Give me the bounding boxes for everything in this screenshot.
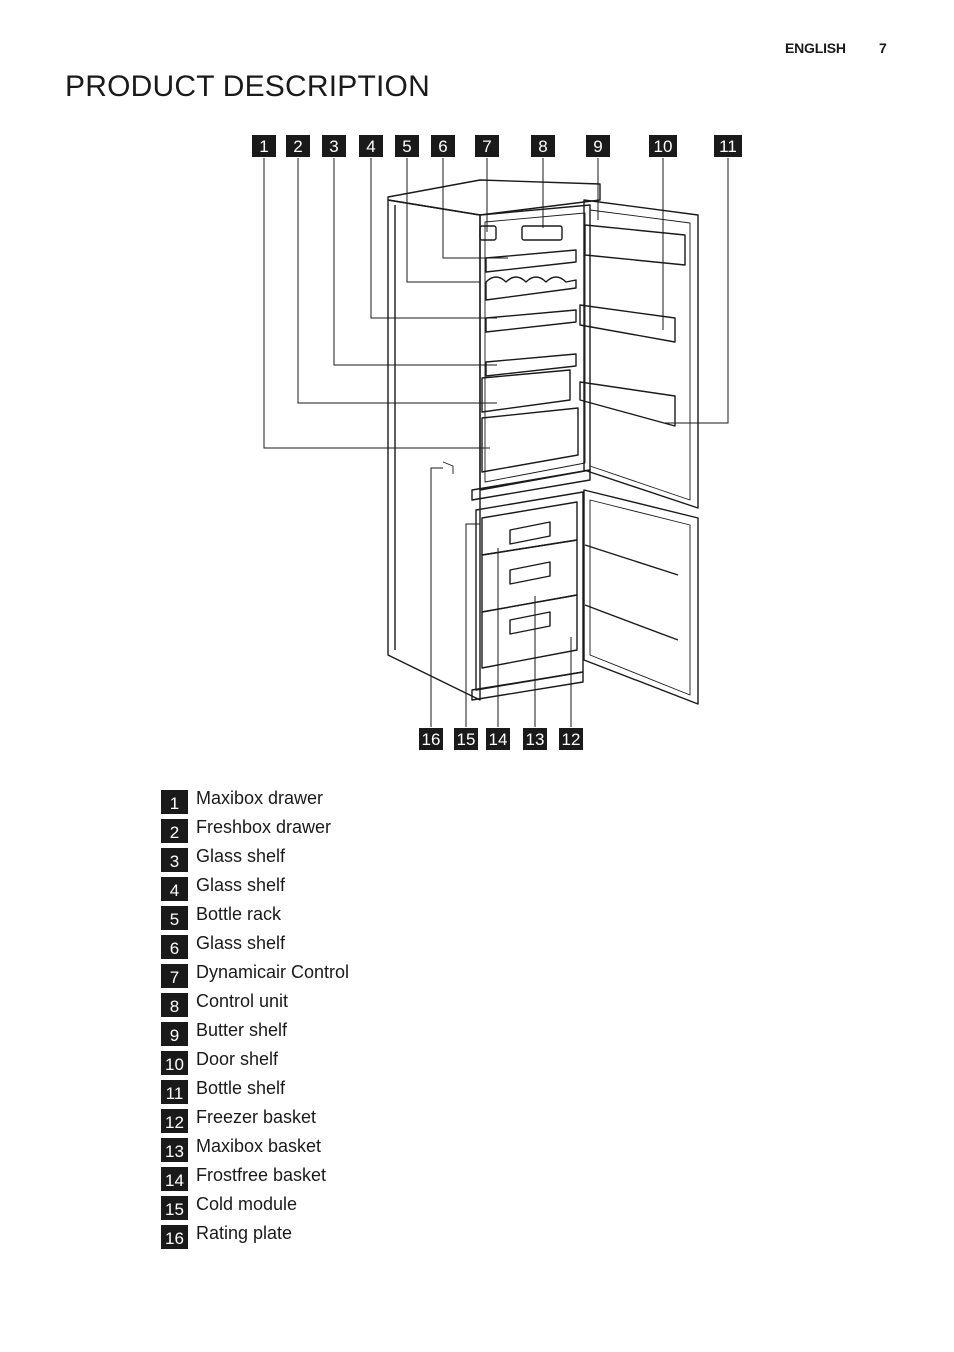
fridge-door <box>583 199 699 509</box>
svg-text:2: 2 <box>293 137 302 156</box>
legend-number: 14 <box>161 1167 188 1191</box>
legend-number: 10 <box>161 1051 188 1075</box>
legend-number: 3 <box>161 848 188 872</box>
legend-number: 1 <box>161 790 188 814</box>
svg-text:13: 13 <box>526 730 545 749</box>
legend-label: Maxibox basket <box>196 1136 322 1156</box>
legend-item: 11 Bottle shelf <box>161 1076 349 1105</box>
legend-item: 16 Rating plate <box>161 1221 349 1250</box>
legend-item: 8 Control unit <box>161 989 349 1018</box>
legend-label: Dynamicair Control <box>196 962 350 982</box>
page-title: PRODUCT DESCRIPTION <box>65 70 430 103</box>
legend-item: 9 Butter shelf <box>161 1018 349 1047</box>
svg-text:16: 16 <box>422 730 441 749</box>
svg-text:14: 14 <box>489 730 508 749</box>
legend-label: Butter shelf <box>196 1020 288 1040</box>
legend-number: 16 <box>161 1225 188 1249</box>
legend-item: 12 Freezer basket <box>161 1105 349 1134</box>
header-page-number: 7 <box>879 40 887 56</box>
svg-text:11: 11 <box>719 137 737 156</box>
leader-lines <box>263 158 729 727</box>
svg-text:15: 15 <box>457 730 476 749</box>
legend-item: 1 Maxibox drawer <box>161 786 349 815</box>
legend-number: 12 <box>161 1109 188 1133</box>
freezer-interior <box>475 491 584 691</box>
legend-label: Control unit <box>196 991 289 1011</box>
header-language: ENGLISH <box>785 40 846 56</box>
svg-text:8: 8 <box>538 137 547 156</box>
cabinet-side <box>387 199 481 701</box>
svg-text:9: 9 <box>593 137 602 156</box>
legend-number: 4 <box>161 877 188 901</box>
legend-number: 6 <box>161 935 188 959</box>
legend-number: 13 <box>161 1138 188 1162</box>
svg-text:12: 12 <box>562 730 581 749</box>
callout-14: 14 <box>486 728 510 750</box>
legend-label: Glass shelf <box>196 846 286 866</box>
legend-label: Cold module <box>196 1194 298 1214</box>
legend-label: Frostfree basket <box>196 1165 327 1185</box>
fridge-interior <box>479 204 591 491</box>
legend-label: Freezer basket <box>196 1107 317 1127</box>
legend-item: 5 Bottle rack <box>161 902 349 931</box>
callouts-bottom: 16 15 14 13 12 <box>419 728 583 750</box>
legend-number: 11 <box>161 1080 188 1104</box>
fridge-illustration <box>387 179 699 705</box>
legend-label: Glass shelf <box>196 875 286 895</box>
legend-item: 14 Frostfree basket <box>161 1163 349 1192</box>
svg-text:7: 7 <box>482 137 491 156</box>
legend-label: Door shelf <box>196 1049 279 1069</box>
svg-text:6: 6 <box>438 137 447 156</box>
legend-number: 9 <box>161 1022 188 1046</box>
callout-16: 16 <box>419 728 443 750</box>
legend-item: 2 Freshbox drawer <box>161 815 349 844</box>
callout-6: 6 <box>431 135 455 157</box>
callout-4: 4 <box>359 135 383 157</box>
svg-text:1: 1 <box>259 137 268 156</box>
svg-text:4: 4 <box>366 137 375 156</box>
callout-5: 5 <box>395 135 419 157</box>
legend-number: 8 <box>161 993 188 1017</box>
legend-item: 13 Maxibox basket <box>161 1134 349 1163</box>
legend-item: 3 Glass shelf <box>161 844 349 873</box>
callout-7: 7 <box>475 135 499 157</box>
callout-8: 8 <box>531 135 555 157</box>
cabinet-top <box>387 179 601 216</box>
callout-12: 12 <box>559 728 583 750</box>
freezer-door <box>583 489 699 705</box>
callout-1: 1 <box>252 135 276 157</box>
legend-number: 15 <box>161 1196 188 1220</box>
legend-label: Glass shelf <box>196 933 286 953</box>
callout-2: 2 <box>286 135 310 157</box>
callout-11: 11 <box>714 135 742 157</box>
callout-3: 3 <box>322 135 346 157</box>
callouts-top: 1 2 3 4 5 6 7 8 9 10 11 <box>252 135 742 157</box>
svg-text:3: 3 <box>329 137 338 156</box>
svg-text:10: 10 <box>654 137 673 156</box>
legend-item: 10 Door shelf <box>161 1047 349 1076</box>
callout-9: 9 <box>586 135 610 157</box>
callout-13: 13 <box>523 728 547 750</box>
legend-number: 2 <box>161 819 188 843</box>
legend-item: 15 Cold module <box>161 1192 349 1221</box>
legend-item: 4 Glass shelf <box>161 873 349 902</box>
legend-number: 7 <box>161 964 188 988</box>
legend-label: Bottle rack <box>196 904 282 924</box>
legend-label: Maxibox drawer <box>196 788 324 808</box>
legend-item: 6 Glass shelf <box>161 931 349 960</box>
legend-label: Freshbox drawer <box>196 817 332 837</box>
legend-label: Rating plate <box>196 1223 293 1243</box>
legend-label: Bottle shelf <box>196 1078 286 1098</box>
svg-text:5: 5 <box>402 137 411 156</box>
callout-10: 10 <box>649 135 677 157</box>
legend-item: 7 Dynamicair Control <box>161 960 349 989</box>
legend-number: 5 <box>161 906 188 930</box>
callout-15: 15 <box>454 728 478 750</box>
